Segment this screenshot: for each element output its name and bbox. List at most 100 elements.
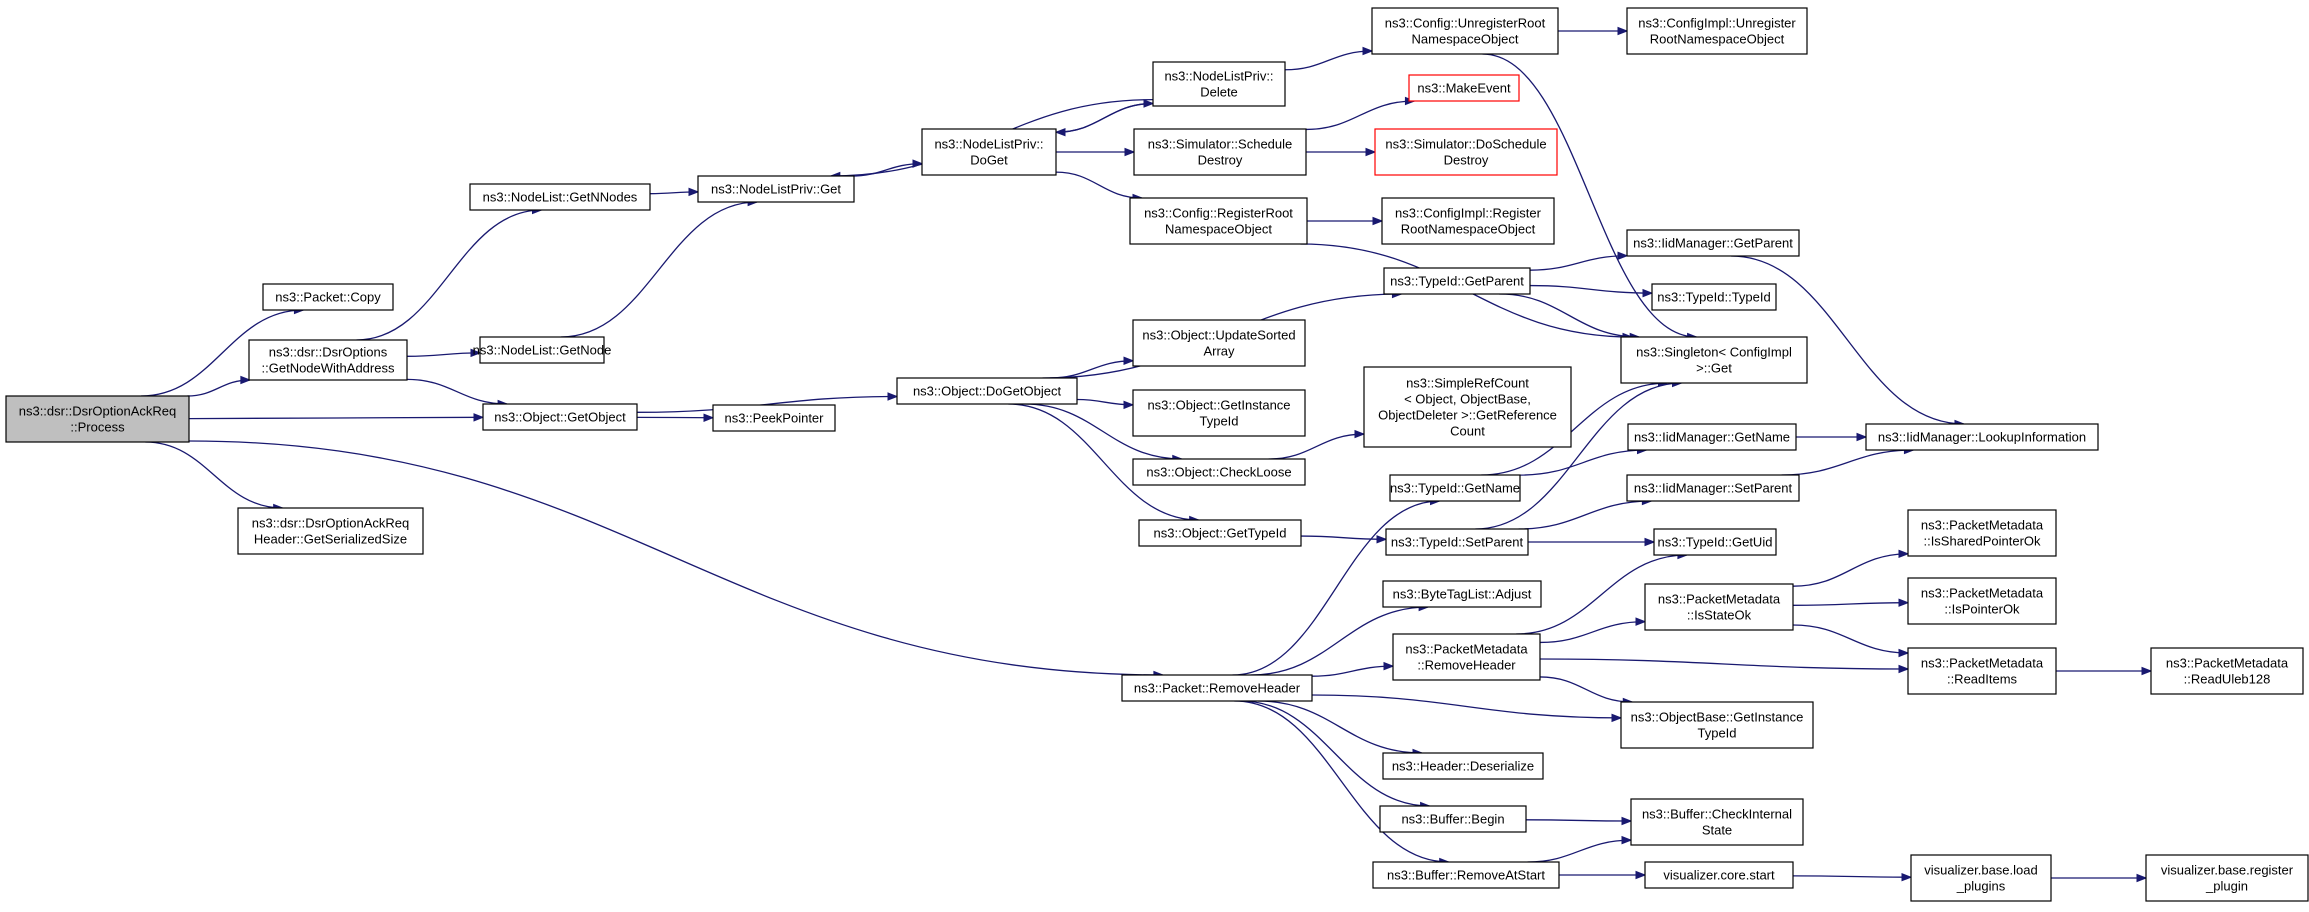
- node-viz_core_start[interactable]: visualizer.core.start: [1644, 861, 1794, 889]
- node-pm_issharedpointerok[interactable]: ns3::PacketMetadata::IsSharedPointerOk: [1907, 509, 2057, 557]
- node-buffer_begin[interactable]: ns3::Buffer::Begin: [1379, 805, 1527, 833]
- node-box: [1374, 128, 1558, 176]
- node-box: [896, 377, 1078, 405]
- node-typeid_typeid[interactable]: ns3::TypeId::TypeId: [1651, 283, 1777, 311]
- edge-line: [1284, 50, 1373, 71]
- node-viz_register_plugin[interactable]: visualizer.base.register_plugin: [2145, 854, 2309, 902]
- node-bytetaglist_adjust[interactable]: ns3::ByteTagList::Adjust: [1382, 580, 1542, 608]
- node-typeid_setparent[interactable]: ns3::TypeId::SetParent: [1385, 528, 1529, 556]
- node-pm_ispointerok[interactable]: ns3::PacketMetadata::IsPointerOk: [1907, 577, 2057, 625]
- edge-line: [1539, 676, 1633, 703]
- node-box: [1620, 336, 1808, 384]
- edge-arrowhead: [1617, 26, 1629, 36]
- node-cfgimpl_unregister[interactable]: ns3::ConfigImpl::UnregisterRootNamespace…: [1626, 7, 1808, 55]
- node-makeevent[interactable]: ns3::MakeEvent: [1408, 74, 1520, 102]
- node-cfg_unregisterroot[interactable]: ns3::Config::UnregisterRootNamespaceObje…: [1371, 7, 1559, 55]
- node-cfgimpl_register[interactable]: ns3::ConfigImpl::RegisterRootNamespaceOb…: [1381, 197, 1555, 245]
- node-box: [1644, 583, 1794, 631]
- node-pm_removeheader[interactable]: ns3::PacketMetadata::RemoveHeader: [1392, 633, 1541, 681]
- node-getnnodes[interactable]: ns3::NodeList::GetNNodes: [469, 183, 651, 211]
- node-label-line: ns3::NodeListPriv::Get: [711, 182, 841, 197]
- edge-line: [1008, 403, 1199, 521]
- edge-root-to-getnodewithaddress: [187, 375, 252, 397]
- edge-pm_readitems-to-pm_readuleb128: [2056, 666, 2153, 676]
- node-dogetobject[interactable]: ns3::Object::DoGetObject: [896, 377, 1078, 405]
- node-label-line: _plugin: [2205, 879, 2248, 894]
- edge-iid_getname-to-iid_lookup: [1796, 432, 1868, 442]
- node-iid_getparent[interactable]: ns3::IidManager::GetParent: [1626, 229, 1800, 257]
- node-getobject[interactable]: ns3::Object::GetObject: [482, 403, 638, 431]
- edge-sim_scheduledestroy-to-sim_doscheduledestroy: [1305, 147, 1377, 157]
- node-label-line: ns3::NodeList::GetNode: [473, 343, 612, 358]
- node-nlp_get[interactable]: ns3::NodeListPriv::Get: [697, 175, 855, 203]
- edge-arrowhead: [1898, 549, 1910, 559]
- node-root[interactable]: ns3::dsr::DsrOptionAckReq::Process: [5, 395, 190, 443]
- edge-line: [1516, 554, 1687, 635]
- node-nlp_doget[interactable]: ns3::NodeListPriv::DoGet: [921, 128, 1057, 176]
- node-box: [2145, 854, 2309, 902]
- node-header_deserialize[interactable]: ns3::Header::Deserialize: [1382, 752, 1544, 780]
- node-label-line: _plugins: [1956, 879, 2006, 894]
- edge-iid_setparent-to-iid_lookup: [1781, 445, 1915, 476]
- node-label-line: Delete: [1200, 85, 1238, 100]
- node-label-line: ns3::Config::UnregisterRoot: [1385, 16, 1546, 31]
- edge-line: [1024, 403, 1182, 460]
- node-label-line: ns3::ConfigImpl::Unregister: [1638, 16, 1796, 31]
- edge-typeid_setparent-to-typeid_getuid: [1527, 537, 1656, 547]
- node-label-line: ns3::TypeId::SetParent: [1391, 535, 1524, 550]
- edge-arrowhead: [1354, 429, 1366, 439]
- node-iid_lookup[interactable]: ns3::IidManager::LookupInformation: [1865, 423, 2099, 451]
- node-gettypeid[interactable]: ns3::Object::GetTypeId: [1138, 519, 1302, 547]
- node-box: [1372, 861, 1560, 889]
- node-box: [248, 339, 408, 381]
- edge-line: [1539, 658, 1909, 670]
- node-getserializedsize[interactable]: ns3::dsr::DsrOptionAckReqHeader::GetSeri…: [237, 507, 424, 555]
- node-typeid_getparent[interactable]: ns3::TypeId::GetParent: [1383, 267, 1531, 295]
- edge-line: [1482, 53, 1697, 338]
- edge-root-to-packet_removeheader: [188, 440, 1165, 680]
- edge-cfg_unregisterroot-to-cfgimpl_unregister: [1558, 26, 1629, 36]
- node-iid_setparent[interactable]: ns3::IidManager::SetParent: [1626, 474, 1800, 502]
- node-getnodewithaddress[interactable]: ns3::dsr::DsrOptions::GetNodeWithAddress: [248, 339, 408, 381]
- node-box: [1381, 197, 1555, 245]
- node-label-line: ns3::Header::Deserialize: [1392, 759, 1534, 774]
- node-buffer_removeatstart[interactable]: ns3::Buffer::RemoveAtStart: [1372, 861, 1560, 889]
- node-label-line: ns3::PacketMetadata: [1405, 642, 1528, 657]
- edge-typeid_getparent-to-iid_getparent: [1529, 251, 1629, 271]
- edge-pm_removeheader-to-pm_isstateok: [1539, 617, 1647, 644]
- node-label-line: visualizer.base.load: [1924, 863, 2037, 878]
- node-peekpointer[interactable]: ns3::PeekPointer: [712, 404, 836, 432]
- node-box: [921, 128, 1057, 176]
- node-label-line: ::RemoveHeader: [1417, 658, 1516, 673]
- node-packet_removeheader[interactable]: ns3::Packet::RemoveHeader: [1121, 674, 1313, 702]
- edge-buffer_begin-to-buffer_checkinternalstate: [1525, 816, 1633, 826]
- node-box: [1644, 861, 1794, 889]
- node-box: [1620, 701, 1814, 749]
- node-pm_readitems[interactable]: ns3::PacketMetadata::ReadItems: [1907, 647, 2057, 695]
- edge-getnodewithaddress-to-getnnodes: [356, 205, 543, 341]
- node-pm_isstateok[interactable]: ns3::PacketMetadata::IsStateOk: [1644, 583, 1794, 631]
- node-viz_load_plugins[interactable]: visualizer.base.load_plugins: [1910, 854, 2052, 902]
- node-iid_getname[interactable]: ns3::IidManager::GetName: [1627, 423, 1797, 451]
- edge-line: [1499, 293, 1640, 338]
- node-pm_readuleb128[interactable]: ns3::PacketMetadata::ReadUleb128: [2150, 647, 2304, 695]
- edge-line: [1475, 382, 1682, 530]
- node-simplerefcount[interactable]: ns3::SimpleRefCount< Object, ObjectBase,…: [1363, 366, 1572, 448]
- edge-arrowhead: [1621, 835, 1633, 845]
- node-nlp_delete[interactable]: ns3::NodeListPriv::Delete: [1152, 61, 1286, 107]
- node-packet_copy[interactable]: ns3::Packet::Copy: [262, 283, 394, 311]
- node-label-line: ns3::ConfigImpl::Register: [1395, 206, 1542, 221]
- node-label-line: ns3::NodeListPriv::: [1164, 69, 1273, 84]
- node-typeid_getname[interactable]: ns3::TypeId::GetName: [1389, 474, 1521, 502]
- node-checkloose[interactable]: ns3::Object::CheckLoose: [1132, 458, 1306, 486]
- node-getnode[interactable]: ns3::NodeList::GetNode: [473, 336, 612, 364]
- node-singleton_get[interactable]: ns3::Singleton< ConfigImpl>::Get: [1620, 336, 1808, 384]
- node-typeid_getuid[interactable]: ns3::TypeId::GetUid: [1653, 528, 1777, 556]
